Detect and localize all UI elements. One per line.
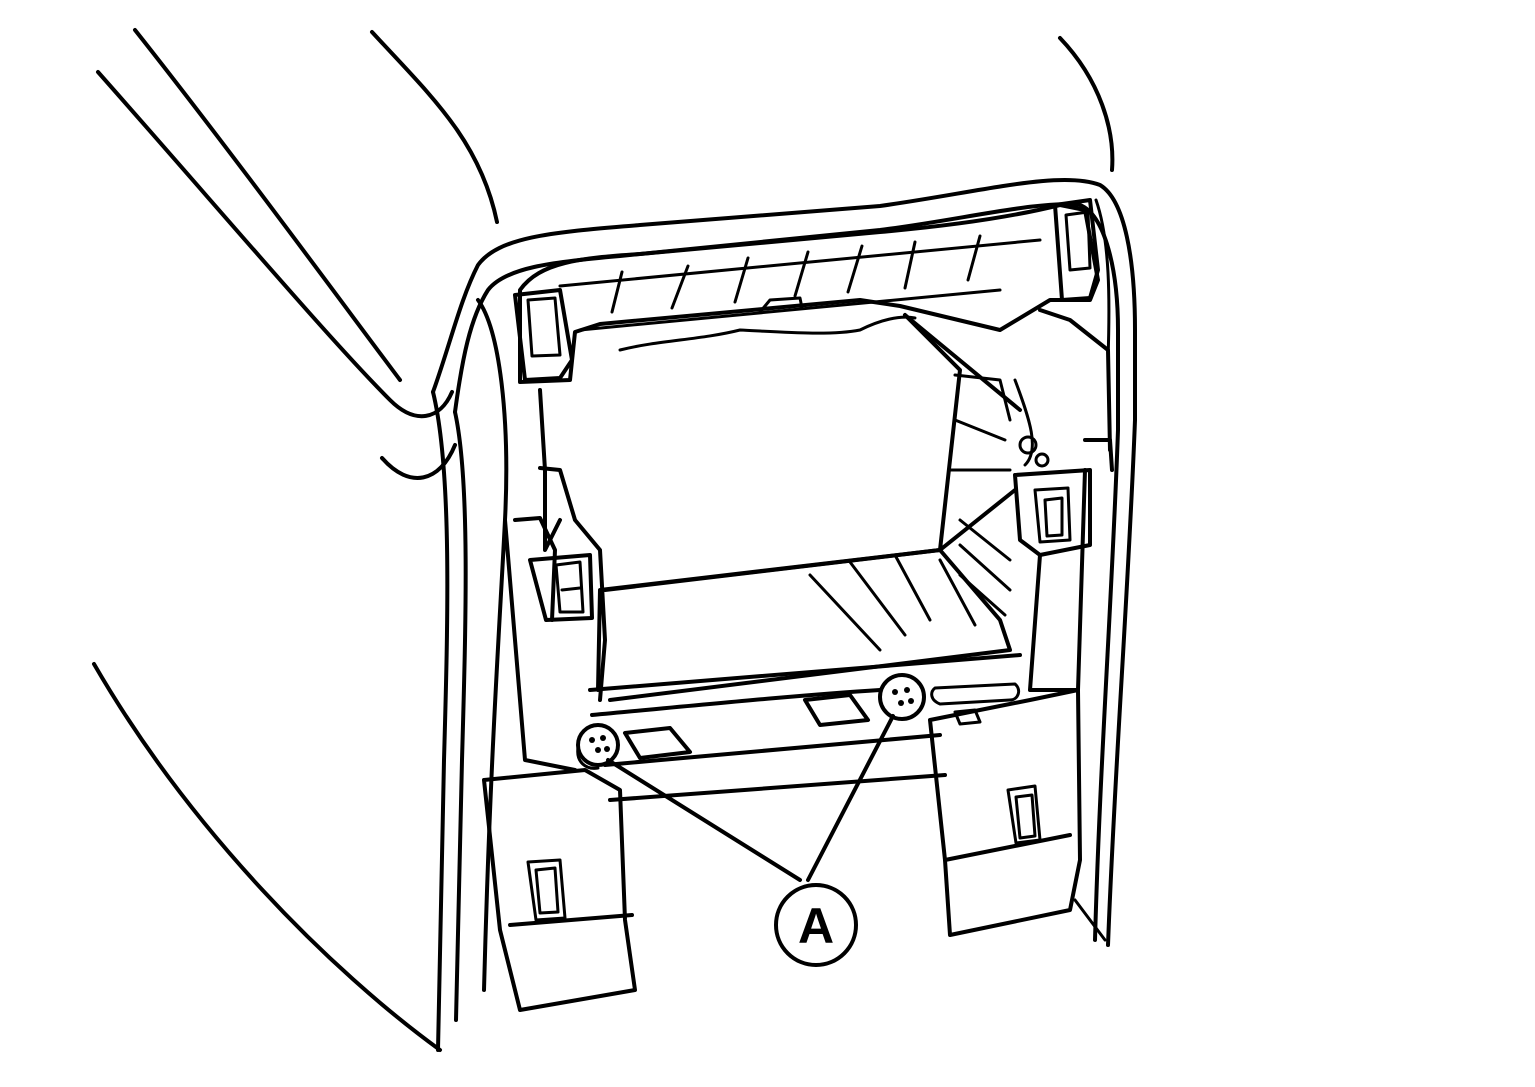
right-bracket bbox=[928, 198, 1114, 937]
console-housing bbox=[431, 177, 1137, 1052]
opening-frame bbox=[538, 313, 1050, 702]
callout-A: A bbox=[606, 714, 895, 967]
clip-right bbox=[878, 673, 926, 721]
left-bracket bbox=[482, 288, 637, 1012]
upper-frame bbox=[518, 203, 1100, 384]
outer-panel-lines bbox=[92, 28, 1115, 1052]
lower-cross-member bbox=[588, 653, 1022, 802]
clip-left bbox=[576, 723, 620, 770]
callout-label-A: A bbox=[798, 898, 834, 954]
